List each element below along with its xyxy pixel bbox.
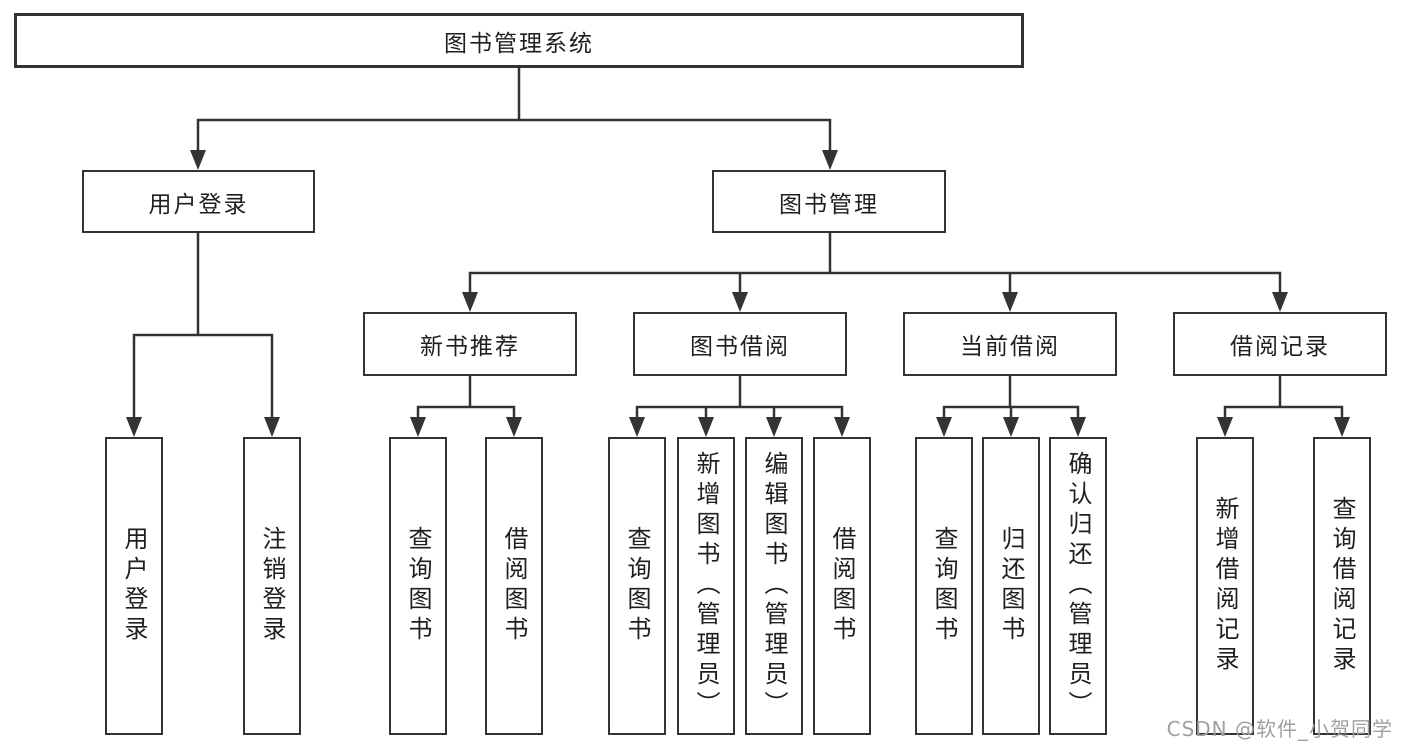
node-current-borrowing: 当前借阅 [903, 312, 1117, 376]
leaf-borrow-books-label: 借阅图书 [828, 526, 856, 646]
node-book-management-label: 图书管理 [779, 191, 879, 218]
node-root-label: 图书管理系统 [444, 30, 594, 57]
node-book-management: 图书管理 [712, 170, 946, 233]
node-new-book-recommendation-label: 新书推荐 [420, 334, 520, 360]
node-root: 图书管理系统 [14, 13, 1024, 68]
leaf-logout: 注销登录 [243, 437, 301, 735]
leaf-borrow-books: 借阅图书 [813, 437, 871, 735]
leaf-edit-books-admin-label: 编辑图书（管理员） [760, 451, 788, 721]
leaf-logout-label: 注销登录 [258, 526, 286, 646]
leaf-borrow-books-recommend-label: 借阅图书 [500, 526, 528, 646]
node-user-login-label: 用户登录 [148, 191, 249, 218]
leaf-search-borrow-record-label: 查询借阅记录 [1328, 496, 1356, 676]
leaf-add-borrow-record: 新增借阅记录 [1196, 437, 1254, 735]
node-new-book-recommendation: 新书推荐 [363, 312, 577, 376]
node-book-borrowing-label: 图书借阅 [690, 334, 790, 360]
leaf-search-books-recommend: 查询图书 [389, 437, 447, 735]
leaf-search-borrow-record: 查询借阅记录 [1313, 437, 1371, 735]
leaf-search-books-current: 查询图书 [915, 437, 973, 735]
leaf-add-borrow-record-label: 新增借阅记录 [1211, 496, 1239, 676]
leaf-search-books-recommend-label: 查询图书 [404, 526, 432, 646]
node-borrowing-records: 借阅记录 [1173, 312, 1387, 376]
leaf-add-books-admin: 新增图书（管理员） [677, 437, 735, 735]
leaf-user-login: 用户登录 [105, 437, 163, 735]
node-borrowing-records-label: 借阅记录 [1230, 334, 1330, 360]
node-user-login: 用户登录 [82, 170, 315, 233]
leaf-add-books-admin-label: 新增图书（管理员） [692, 451, 720, 721]
csdn-watermark: CSDN @软件_小贺同学 [1166, 717, 1393, 741]
leaf-confirm-return-admin: 确认归还（管理员） [1049, 437, 1107, 735]
leaf-user-login-label: 用户登录 [120, 526, 148, 646]
node-current-borrowing-label: 当前借阅 [960, 334, 1060, 360]
node-book-borrowing: 图书借阅 [633, 312, 847, 376]
leaf-confirm-return-admin-label: 确认归还（管理员） [1064, 451, 1092, 721]
leaf-return-books: 归还图书 [982, 437, 1040, 735]
leaf-search-books-borrowing: 查询图书 [608, 437, 666, 735]
leaf-search-books-borrowing-label: 查询图书 [623, 526, 651, 646]
leaf-borrow-books-recommend: 借阅图书 [485, 437, 543, 735]
leaf-edit-books-admin: 编辑图书（管理员） [745, 437, 803, 735]
leaf-return-books-label: 归还图书 [997, 526, 1025, 646]
leaf-search-books-current-label: 查询图书 [930, 526, 958, 646]
